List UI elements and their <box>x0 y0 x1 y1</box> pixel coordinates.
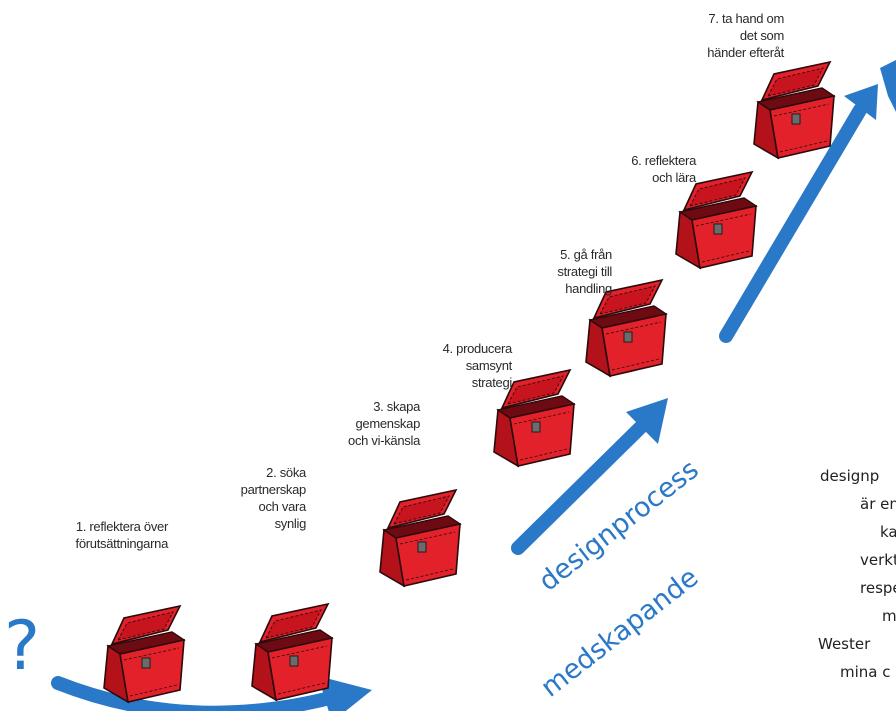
caption-line: me <box>882 607 896 625</box>
lower-arrow <box>51 676 372 711</box>
arrow-tip-edge <box>880 60 896 112</box>
step-label-3: 3. skapa gemenskap och vi-känsla <box>348 399 420 448</box>
caption-line: mina c <box>840 663 891 681</box>
middle-arrow <box>511 398 668 555</box>
upper-arrow <box>719 60 896 343</box>
caption-line: Wester <box>818 635 871 653</box>
step-label-7: 7. ta hand om det som händer efteråt <box>707 11 784 60</box>
step-label-6: 6. reflektera och lära <box>631 153 696 185</box>
side-caption: designp är en kan verkt respe me Wester … <box>810 462 896 686</box>
step-label-4: 4. producera samsynt strategi <box>442 341 513 390</box>
step-label-5: 5. gå från strategi till handling <box>557 247 612 296</box>
step-label-1: 1. reflektera över förutsättningarna <box>75 519 169 551</box>
question-mark: ? <box>4 607 41 686</box>
caption-line: designp <box>820 467 880 485</box>
caption-line: verkt <box>860 551 896 569</box>
caption-line: är en <box>860 495 896 513</box>
caption-line: kan <box>880 523 896 541</box>
toolbox-chest-1 <box>103 605 185 703</box>
caption-line: respe <box>860 579 896 597</box>
toolbox-chest-6 <box>675 171 757 269</box>
toolbox-chest-3 <box>379 489 461 587</box>
step-label-2: 2. söka partnerskap och vara synlig <box>240 465 307 531</box>
toolbox-chest-7 <box>753 61 835 159</box>
toolbox-chest-2 <box>251 603 333 701</box>
